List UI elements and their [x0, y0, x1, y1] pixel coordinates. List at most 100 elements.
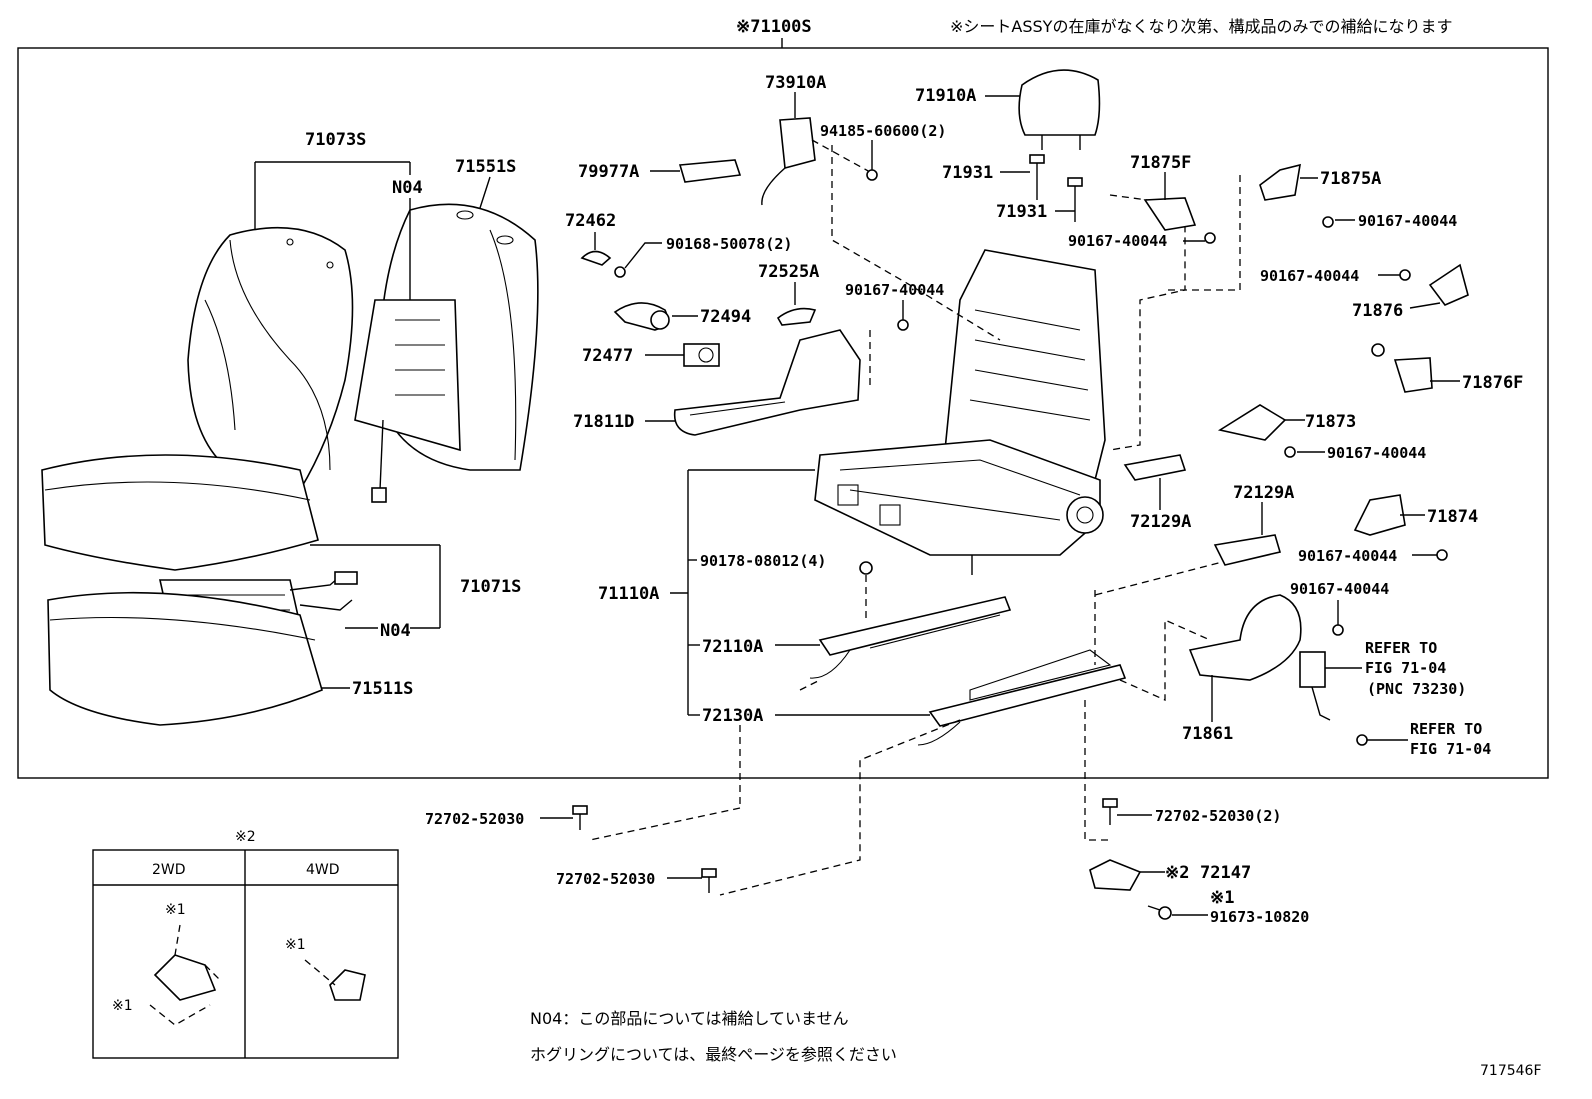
label-90168-50078[interactable]: 90168-50078(2) — [666, 235, 792, 253]
label-72494[interactable]: 72494 — [700, 307, 751, 327]
bracket-72147-drawing — [1089, 859, 1142, 891]
knob-72477-drawing — [683, 343, 720, 367]
figure-code: 717546F — [1480, 1063, 1542, 1079]
label-n04-top[interactable]: N04 — [392, 178, 423, 198]
bracket-2wd-drawing — [153, 954, 217, 1001]
inset-mark: ※2 — [235, 829, 256, 845]
label-71874[interactable]: 71874 — [1427, 507, 1478, 527]
bolt-72702-a-drawing — [572, 805, 588, 830]
hog-ring-note: ホグリングについては、最終ページを参照ください — [530, 1045, 897, 1064]
label-71811D[interactable]: 71811D — [573, 412, 634, 432]
label-72147[interactable]: 72147 — [1200, 863, 1251, 883]
label-90167-f[interactable]: 90167-40044 — [1290, 580, 1389, 598]
belt-buckle-drawing — [1299, 651, 1331, 721]
label-72147-mark[interactable]: ※2 — [1165, 863, 1189, 883]
label-90167-b[interactable]: 90167-40044 — [1358, 212, 1457, 230]
label-71511S[interactable]: 71511S — [352, 679, 413, 699]
label-90178-08012[interactable]: 90178-08012(4) — [700, 552, 826, 570]
label-n04-bottom[interactable]: N04 — [380, 621, 411, 641]
label-71875F[interactable]: 71875F — [1130, 153, 1191, 173]
seat-frame-71110A-drawing — [814, 249, 1106, 575]
label-72702-52030-b[interactable]: 72702-52030 — [556, 870, 655, 888]
label-91673-mark[interactable]: ※1 — [1210, 888, 1234, 908]
label-72702-52030-a[interactable]: 72702-52030 — [425, 810, 524, 828]
label-refer1-b[interactable]: FIG 71-04 — [1365, 659, 1446, 677]
label-71876F[interactable]: 71876F — [1462, 373, 1523, 393]
label-72130A[interactable]: 72130A — [702, 706, 763, 726]
label-72702-52030-c[interactable]: 72702-52030(2) — [1155, 807, 1281, 825]
cover-71875A-drawing — [1259, 163, 1301, 201]
label-90167-d[interactable]: 90167-40044 — [1327, 444, 1426, 462]
label-sheet-79977A-drawing — [678, 159, 742, 183]
label-72462[interactable]: 72462 — [565, 211, 616, 231]
bracket-4wd-drawing — [329, 969, 366, 1001]
cover-71873-drawing — [1217, 404, 1287, 441]
label-72129A-b[interactable]: 72129A — [1233, 483, 1294, 503]
headrest-71910A-drawing — [1018, 69, 1101, 150]
seatback-heater-drawing — [354, 299, 461, 503]
variant-inset-table: ※2 2WD 4WD ※1 ※1 ※1 — [92, 829, 399, 1059]
label-71110A[interactable]: 71110A — [598, 584, 659, 604]
label-91673-10820[interactable]: 91673-10820 — [1210, 908, 1309, 926]
label-79977A[interactable]: 79977A — [578, 162, 639, 182]
inset-mark1-2wd-top: ※1 — [165, 902, 186, 918]
label-71876[interactable]: 71876 — [1352, 301, 1403, 321]
label-90167-e[interactable]: 90167-40044 — [1298, 547, 1397, 565]
col-2wd: 2WD — [152, 862, 186, 878]
label-refer2-b[interactable]: FIG 71-04 — [1410, 740, 1491, 758]
col-4wd: 4WD — [306, 862, 340, 878]
label-refer1-a[interactable]: REFER TO — [1365, 639, 1437, 657]
clip-72525A-drawing — [776, 307, 817, 326]
nut-90178-drawing — [859, 561, 873, 575]
cover-71874-drawing — [1353, 494, 1406, 536]
label-71551S[interactable]: 71551S — [455, 157, 516, 177]
screw-90167-mid-drawing — [897, 319, 909, 331]
label-71910A[interactable]: 71910A — [915, 86, 976, 106]
seatback-cover-drawing — [187, 226, 354, 491]
label-90167-mid[interactable]: 90167-40044 — [845, 281, 944, 299]
label-90167-a[interactable]: 90167-40044 — [1068, 232, 1167, 250]
bolt-91673-drawing — [1147, 905, 1172, 920]
assembly-frame — [17, 47, 1549, 779]
label-71071S[interactable]: 71071S — [460, 577, 521, 597]
main-part-number[interactable]: ※71100S — [736, 17, 812, 37]
track-72130A-drawing — [917, 649, 1127, 746]
bolt-refer2-drawing — [1356, 734, 1368, 746]
n04-note: N04：この部品については補給していません — [530, 1009, 849, 1028]
label-71875A[interactable]: 71875A — [1320, 169, 1381, 189]
inset-mark1-2wd-bottom: ※1 — [112, 998, 133, 1014]
cover-72129A-b-drawing — [1213, 534, 1282, 566]
guide-71931-b-drawing — [1067, 177, 1083, 222]
label-73910A[interactable]: 73910A — [765, 73, 826, 93]
cover-71876-drawing — [1428, 263, 1469, 306]
label-72525A[interactable]: 72525A — [758, 262, 819, 282]
knob-72494-drawing — [613, 302, 670, 331]
label-90167-c[interactable]: 90167-40044 — [1260, 267, 1359, 285]
label-72110A[interactable]: 72110A — [702, 637, 763, 657]
label-71873[interactable]: 71873 — [1305, 412, 1356, 432]
label-refer1-c[interactable]: (PNC 73230) — [1367, 680, 1466, 698]
label-71861[interactable]: 71861 — [1182, 724, 1233, 744]
label-71931-b[interactable]: 71931 — [996, 202, 1047, 222]
inset-mark1-4wd: ※1 — [285, 937, 306, 953]
screw-90168-drawing — [614, 266, 626, 278]
bolt-72702-c-drawing — [1102, 798, 1118, 825]
guide-71931-a-drawing — [1029, 154, 1045, 200]
label-71931-a[interactable]: 71931 — [942, 163, 993, 183]
label-94185-60600[interactable]: 94185-60600(2) — [820, 122, 946, 140]
label-refer2-a[interactable]: REFER TO — [1410, 720, 1482, 738]
label-72477[interactable]: 72477 — [582, 346, 633, 366]
cover-71876F-drawing — [1393, 357, 1433, 393]
bolt-72702-b-drawing — [701, 868, 717, 893]
seat-cushion-cover-drawing — [41, 454, 319, 571]
switch-73910A-drawing — [761, 117, 816, 206]
stock-note: ※シートASSYの在庫がなくなり次第、構成品のみでの補給になります — [950, 17, 1452, 36]
shield-71861-drawing — [1188, 594, 1302, 681]
track-72110A-drawing — [809, 596, 1012, 679]
cap-72462-drawing — [580, 250, 612, 266]
label-71073S[interactable]: 71073S — [305, 130, 366, 150]
cover-71875F-drawing — [1143, 197, 1197, 231]
seat-cushion-pad-drawing — [47, 591, 323, 726]
label-72129A-a[interactable]: 72129A — [1130, 512, 1191, 532]
